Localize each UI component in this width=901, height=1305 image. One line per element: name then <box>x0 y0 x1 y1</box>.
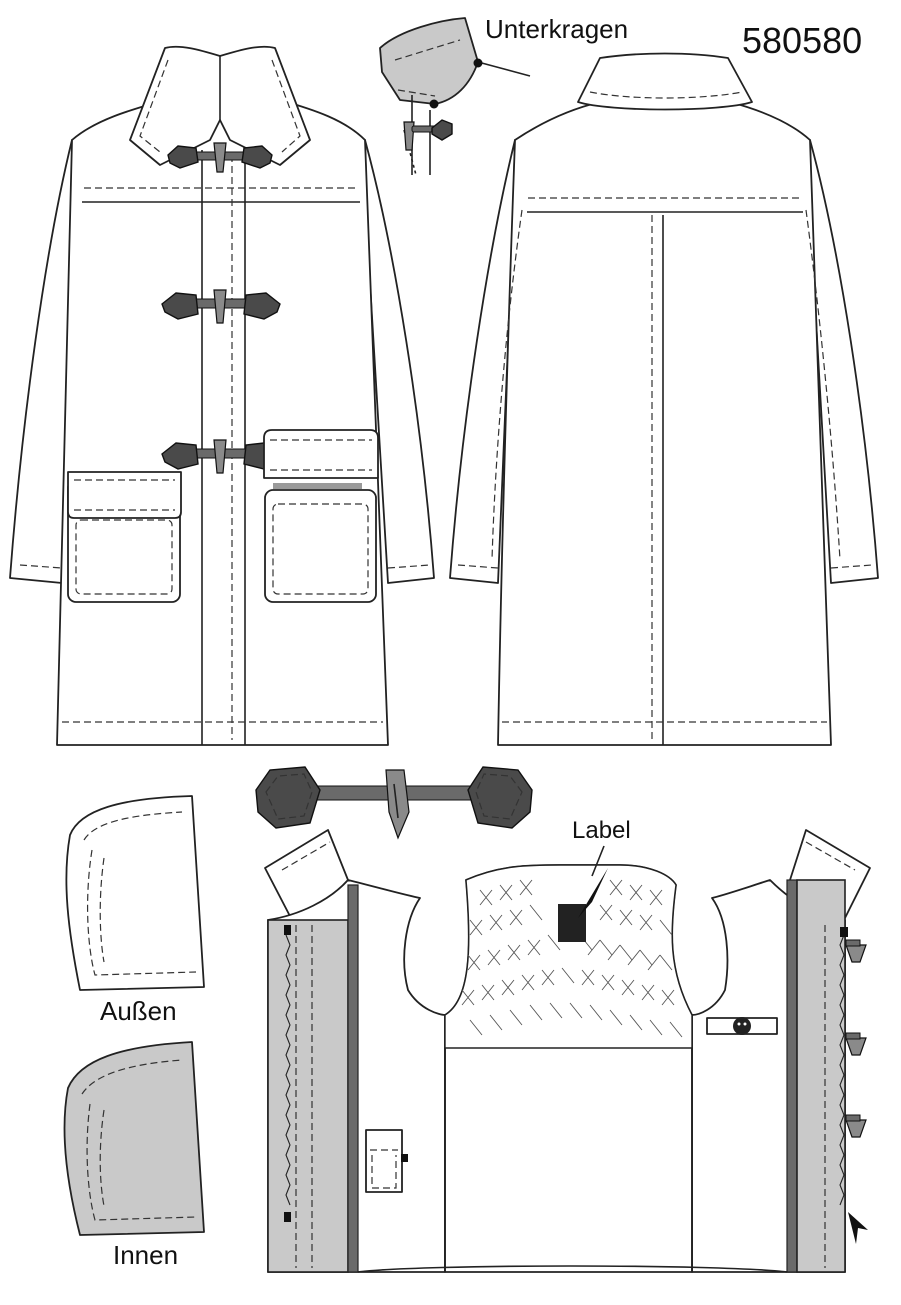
pattern-number: 580580 <box>742 20 863 61</box>
front-body <box>56 99 389 746</box>
front-right-pocket-flap <box>263 429 379 479</box>
front-toggle-1 <box>167 142 273 173</box>
under-collar-label: Unterkragen <box>485 14 629 44</box>
inside-view <box>264 829 871 1273</box>
toggle-peg <box>385 769 410 840</box>
label-arrow <box>578 868 608 918</box>
front-toggle-3 <box>161 439 279 474</box>
front-view <box>9 45 435 746</box>
hood-outer <box>65 795 205 991</box>
front-right-pocket <box>264 489 377 603</box>
inner-label: Innen <box>113 1240 179 1270</box>
toggle-detail <box>255 766 533 840</box>
label-callout: Label <box>572 817 631 844</box>
toggle-left-piece <box>255 766 321 829</box>
outer-label: Außen <box>100 996 177 1026</box>
pocket-stripe <box>273 483 362 489</box>
brand-label <box>558 904 586 942</box>
hood-inner <box>63 1041 205 1236</box>
front-toggle-2 <box>161 289 281 324</box>
under-collar-piece <box>379 17 479 105</box>
back-collar <box>577 52 753 111</box>
back-view <box>449 52 879 746</box>
under-collar-detail <box>379 17 531 176</box>
toggle-right-piece <box>467 766 533 829</box>
front-left-pocket-flap <box>67 471 182 519</box>
